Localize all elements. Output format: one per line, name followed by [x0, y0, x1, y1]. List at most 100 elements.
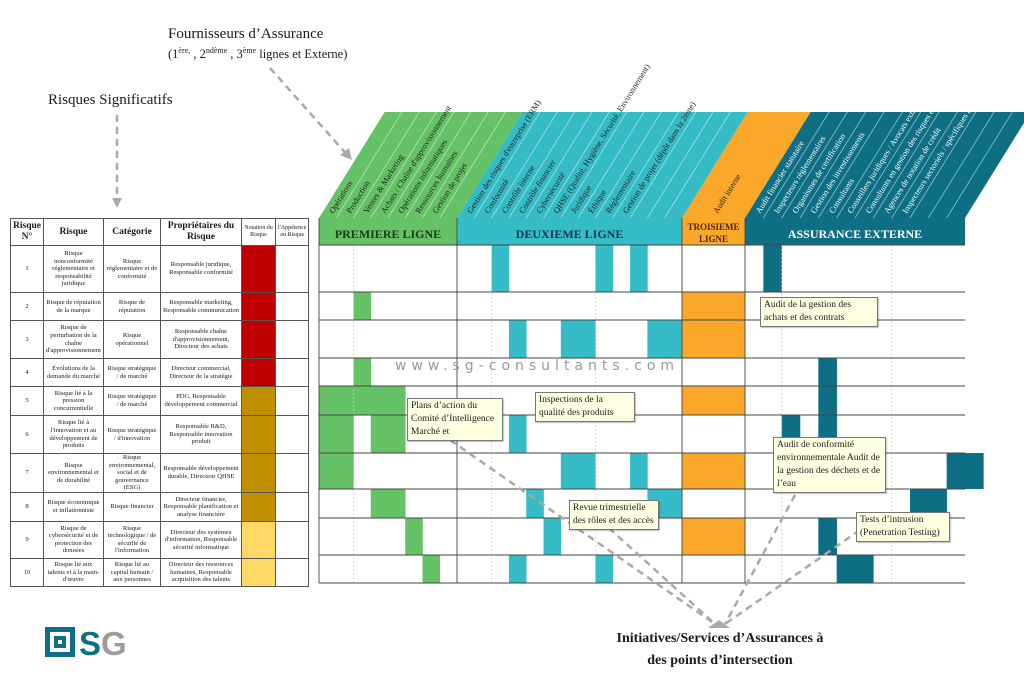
- matrix-cell-pl: [319, 453, 337, 489]
- arrowhead-providers: [340, 148, 352, 160]
- matrix-cell-dl: [630, 453, 648, 489]
- risk-appetite: [275, 292, 310, 321]
- significant-risks-title: Risques Significatifs: [48, 92, 173, 108]
- matrix-cell-dl: [508, 555, 527, 583]
- matrix-cell-dl: [543, 518, 562, 555]
- header-separator: [946, 111, 1013, 219]
- risk-name: Risque environnemental et de durabilité: [42, 453, 105, 493]
- matrix-cell-pl: [370, 489, 389, 518]
- matrix-cell-pl: [370, 415, 389, 453]
- risk-name: Risque lié à la pression concurrentielle: [42, 386, 105, 416]
- matrix-cell-pl: [370, 386, 389, 415]
- matrix-cell-pl: [388, 489, 406, 518]
- matrix-cell-pl: [336, 386, 354, 415]
- label-troisieme: TROISIEME: [687, 222, 739, 232]
- callout-revue: Revue trimestrielle des rôles et des acc…: [569, 500, 659, 530]
- matrix-cell-tl: [682, 518, 745, 555]
- risk-appetite: [275, 320, 310, 359]
- matrix-cell-dl: [578, 320, 596, 358]
- risk-no: 2: [10, 292, 44, 321]
- risk-category: Risque stratégique / de marché: [103, 358, 162, 387]
- intersections-title-line1: Initiatives/Services d’Assurances à: [616, 631, 824, 646]
- matrix-cell-dl: [578, 453, 596, 489]
- header-band-assurance-externe: [745, 112, 1024, 245]
- matrix-cell-pl: [336, 415, 354, 453]
- matrix-cell-pl: [319, 415, 337, 453]
- matrix-cell-pl: [319, 386, 337, 415]
- matrix-cell-dl: [647, 320, 665, 358]
- matrix-cell-pl: [388, 386, 406, 415]
- matrix-cell-dl: [508, 415, 527, 453]
- risk-no: 8: [10, 491, 44, 522]
- arrowhead-risks: [112, 198, 122, 208]
- label-premiere-ligne: PREMIERE LIGNE: [335, 227, 441, 241]
- matrix-cell-dl: [664, 320, 683, 358]
- header-separator: [872, 111, 940, 219]
- risk-no: 4: [10, 358, 44, 387]
- header-separator: [525, 111, 593, 219]
- header-separator: [891, 111, 958, 219]
- header-separator: [491, 111, 558, 219]
- risk-appetite: [275, 386, 310, 416]
- matrix-cell-ext: [946, 453, 966, 489]
- risk-no: 1: [10, 245, 44, 293]
- matrix-cell-dl: [595, 555, 614, 583]
- matrix-cell-dl: [491, 245, 510, 292]
- matrix-cell-dl: [560, 320, 579, 358]
- risk-appetite: [275, 557, 310, 587]
- header-separator: [387, 111, 455, 219]
- risk-category: Risque lié au capital humain / aux perso…: [103, 557, 162, 587]
- matrix-cell-dl: [664, 489, 683, 518]
- header-separator: [508, 111, 575, 219]
- arrowhead-intersect: [708, 620, 730, 628]
- matrix-cell-ext: [965, 453, 984, 489]
- risk-owners: Responsable marketing, Responsable commu…: [160, 292, 243, 321]
- risk-no: 7: [10, 453, 44, 493]
- label-deuxieme-ligne: DEUXIEME LIGNE: [516, 227, 624, 241]
- callout-plans: Plans d’action du Comité d’Intelligence …: [407, 398, 503, 441]
- header-separator: [836, 111, 903, 219]
- arrow-providers: [269, 67, 351, 159]
- risk-category: Risque stratégique / d'innovation: [103, 415, 162, 454]
- header-separator: [439, 111, 506, 219]
- arrow-intersect-4: [724, 528, 861, 626]
- header-separator: [817, 111, 885, 219]
- risk-appetite: [275, 491, 310, 522]
- risk-owners: Directeur financier, Responsable planifi…: [160, 491, 243, 522]
- risk-owners: Responsable R&D, Responsable innovation …: [160, 415, 243, 454]
- header-separator: [909, 111, 977, 219]
- matrix-cell-ext: [928, 489, 947, 518]
- header-risk-no: Risque N°: [10, 218, 44, 246]
- arrow-intersect-3: [723, 494, 797, 625]
- matrix-cell-pl: [336, 453, 354, 489]
- risk-rating: [241, 520, 277, 559]
- risk-category: Risque stratégique / de marché: [103, 386, 162, 416]
- matrix-cell-dl: [595, 245, 614, 292]
- providers-title-text: Fournisseurs d’Assurance: [168, 26, 324, 42]
- header-separator: [595, 111, 662, 219]
- header-appetite: l'Appétence au Risque: [275, 218, 310, 246]
- header-separator: [799, 111, 867, 219]
- header-separator: [629, 111, 697, 219]
- header-separator: [422, 111, 489, 219]
- header-band-troisieme-ligne: [682, 112, 811, 245]
- risk-category: Risque environnemental, social et de gou…: [103, 453, 162, 493]
- risk-category: Risque de réputation: [103, 292, 162, 321]
- risk-owners: Responsable chaîne d'approvisionnement, …: [160, 320, 243, 359]
- header-separator: [664, 111, 731, 219]
- matrix-cell-pl: [388, 415, 406, 453]
- risk-appetite: [275, 358, 310, 387]
- risk-appetite: [275, 520, 310, 559]
- risk-category: Risque opérationnel: [103, 320, 162, 359]
- risk-name: Risque économique et inflationniste: [42, 491, 105, 522]
- header-separator: [762, 111, 830, 219]
- risk-owners: Directeur des ressources humaines, Respo…: [160, 557, 243, 587]
- matrix-cell-ext: [836, 555, 856, 583]
